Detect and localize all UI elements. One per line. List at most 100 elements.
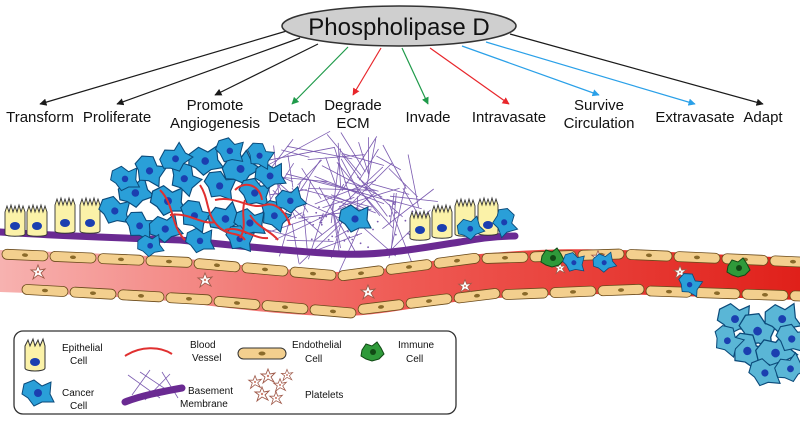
- legend-immune-line2: Cell: [406, 354, 423, 365]
- endothelial-cell: [98, 253, 144, 265]
- endothelial-cell: [482, 252, 528, 264]
- arrow-to-step-2: [215, 44, 318, 95]
- invading-cancer-cell: [339, 205, 371, 232]
- step-label-3-line-0: Detach: [268, 109, 316, 126]
- legend-basement-line2: Membrane: [180, 399, 228, 410]
- ecm-debris: [393, 203, 395, 205]
- step-label-8-line-0: Extravasate: [655, 109, 734, 126]
- step-label-0-line-0: Transform: [6, 109, 74, 126]
- legend-endothelial-line1: Endothelial: [292, 340, 341, 351]
- cancer-cell: [186, 228, 215, 252]
- endothelial-cell: [118, 290, 164, 303]
- step-label-2-line-1: Angiogenesis: [170, 115, 260, 132]
- arrow-to-step-3: [292, 47, 348, 104]
- epithelial-cell: [410, 211, 430, 240]
- legend-epithelial-line1: Epithelial: [62, 343, 103, 354]
- ecm-fiber: [287, 240, 334, 241]
- step-label-7-line-0: Survive: [574, 97, 624, 114]
- ecm-debris: [312, 224, 314, 226]
- endothelial-cell: [598, 284, 644, 296]
- ecm-debris: [367, 246, 369, 248]
- metastatic-cluster: [708, 301, 800, 387]
- ecm-debris: [407, 233, 409, 235]
- step-label-9-line-0: Adapt: [743, 109, 783, 126]
- ecm-debris: [347, 231, 349, 233]
- ecm-debris: [319, 217, 321, 219]
- legend: Epithelial Cell Blood Vessel Endothelial…: [14, 331, 456, 414]
- endothelial-cell: [22, 284, 68, 297]
- endothelial-cell: [146, 256, 192, 268]
- arrow-to-step-6: [430, 48, 509, 104]
- step-label-7-line-1: Circulation: [564, 115, 635, 132]
- legend-blood-vessel-line2: Vessel: [192, 353, 221, 364]
- legend-endothelial-line2: Cell: [305, 354, 322, 365]
- endothelial-cell: [694, 287, 740, 299]
- step-label-6-line-0: Intravasate: [472, 109, 546, 126]
- ecm-debris: [309, 222, 311, 224]
- endothelial-cell: [166, 293, 212, 306]
- arrow-to-step-0: [40, 30, 290, 104]
- ecm-debris: [372, 229, 374, 231]
- arrow-to-step-5: [402, 48, 428, 104]
- ecm-fiber: [301, 189, 373, 207]
- ecm-debris: [351, 239, 353, 241]
- ecm-debris: [377, 221, 379, 223]
- step-label-4-line-0: Degrade: [324, 97, 382, 114]
- endothelial-cell: [742, 289, 788, 301]
- arrow-to-step-4: [353, 48, 381, 95]
- epithelial-cell: [55, 198, 75, 233]
- ecm-debris: [322, 216, 324, 218]
- ecm-fiber: [376, 156, 400, 170]
- ecm-fiber: [281, 150, 309, 157]
- ecm-debris: [356, 234, 358, 236]
- ecm-debris: [395, 212, 397, 214]
- ecm-fiber: [344, 163, 393, 212]
- ecm-debris: [325, 216, 327, 218]
- ecm-debris: [319, 222, 321, 224]
- legend-endothelial-icon: [238, 348, 286, 359]
- ecm-debris: [311, 238, 313, 240]
- endothelial-cell: [626, 249, 672, 261]
- legend-epithelial-line2: Cell: [70, 356, 87, 367]
- legend-basement-line1: Basement: [188, 386, 233, 397]
- ecm-debris: [405, 220, 407, 222]
- endothelial-cell: [2, 249, 48, 261]
- legend-immune-line1: Immune: [398, 340, 435, 351]
- diagram-title: Phospholipase D: [308, 14, 489, 41]
- ecm-fiber: [390, 196, 438, 201]
- ecm-debris: [389, 215, 391, 217]
- ecm-debris: [344, 240, 346, 242]
- step-label-2-line-0: Promote: [187, 97, 244, 114]
- ecm-debris: [328, 239, 330, 241]
- ecm-debris: [320, 220, 322, 222]
- cancer-cell: [111, 166, 140, 190]
- legend-cancer-line2: Cell: [70, 401, 87, 412]
- endothelial-cell: [502, 288, 548, 300]
- ecm-debris: [331, 236, 333, 238]
- legend-blood-vessel-line1: Blood: [190, 340, 216, 351]
- legend-cancer-line1: Cancer: [62, 388, 95, 399]
- step-label-5-line-0: Invade: [405, 109, 450, 126]
- endothelial-cell: [790, 291, 800, 303]
- ecm-debris: [348, 236, 350, 238]
- epithelial-cell: [5, 205, 25, 236]
- ecm-debris: [315, 212, 317, 214]
- endothelial-cell: [50, 251, 96, 263]
- arrow-to-step-8: [486, 42, 695, 104]
- arrow-to-step-1: [117, 38, 300, 104]
- epithelial-cell: [432, 205, 452, 238]
- epithelial-cell: [80, 198, 100, 233]
- epithelial-cell: [27, 205, 47, 236]
- step-label-1-line-0: Proliferate: [83, 109, 151, 126]
- ecm-debris: [321, 224, 323, 226]
- endothelial-cell: [770, 256, 800, 268]
- endothelial-cell: [674, 251, 720, 263]
- endothelial-cell: [550, 286, 596, 298]
- step-label-4-line-1: ECM: [336, 115, 369, 132]
- ecm-debris: [395, 234, 397, 236]
- ecm-debris: [318, 206, 320, 208]
- arrow-to-step-9: [510, 34, 763, 104]
- legend-platelets-label: Platelets: [305, 390, 343, 401]
